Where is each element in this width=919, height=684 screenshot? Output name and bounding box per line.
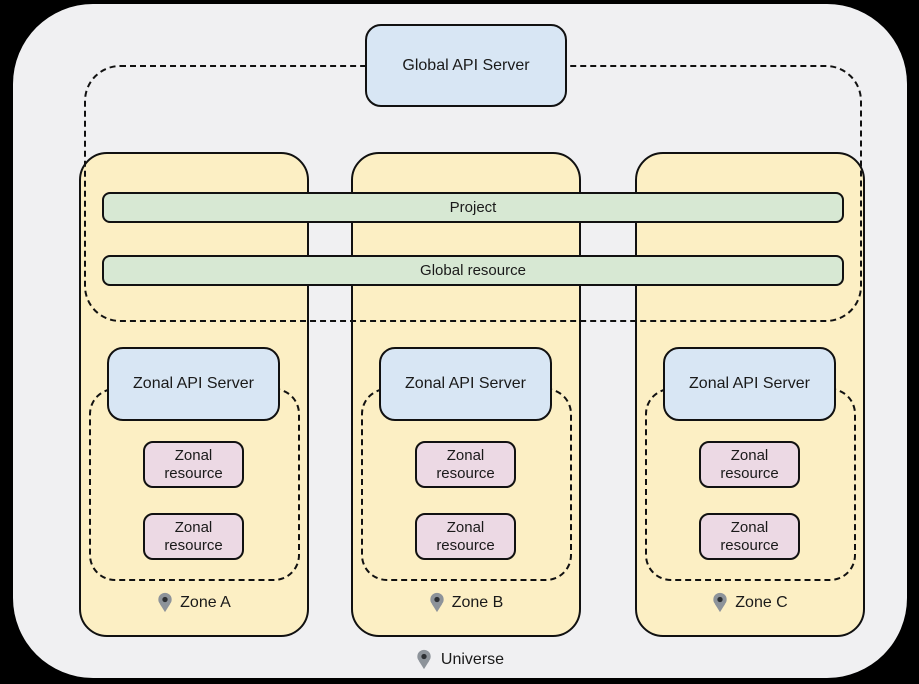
zone-c-zonal-api-server-label: Zonal API Server (689, 375, 810, 392)
zone-b-zonal-resource-box: Zonal resource (415, 441, 516, 488)
zone-a-zonal-api-server-label: Zonal API Server (133, 375, 254, 392)
location-pin-icon (417, 649, 431, 670)
zone-a-zonal-resource-box: Zonal resource (143, 441, 244, 488)
zone-a-zonal-resource-box: Zonal resource (143, 513, 244, 560)
zone-b-container: Zonal API Server Zonal resource Zonal re… (351, 152, 581, 637)
zone-b-label-row: Zone B (353, 592, 579, 613)
zone-c-zonal-resource-label: Zonal resource (720, 518, 779, 554)
zone-a-zonal-resource-label: Zonal resource (164, 446, 223, 482)
zone-b-zonal-resource-box: Zonal resource (415, 513, 516, 560)
zone-c-container: Zonal API Server Zonal resource Zonal re… (635, 152, 865, 637)
zone-b-zonal-resource-label: Zonal resource (436, 446, 495, 482)
universe-label-row: Universe (13, 649, 907, 670)
zone-c-zonal-resource-box: Zonal resource (699, 513, 800, 560)
zone-a-container: Zonal API Server Zonal resource Zonal re… (79, 152, 309, 637)
project-bar: Project (102, 192, 844, 223)
location-pin-icon (713, 592, 727, 613)
zone-a-label: Zone A (180, 593, 231, 611)
zone-c-zonal-resource-label: Zonal resource (720, 446, 779, 482)
zone-c-zonal-resource-box: Zonal resource (699, 441, 800, 488)
location-pin-icon (158, 592, 172, 613)
zone-c-zonal-api-server-box: Zonal API Server (663, 347, 836, 421)
zone-a-zonal-resource-label: Zonal resource (164, 518, 223, 554)
zone-c-label-row: Zone C (637, 592, 863, 613)
global-api-server-box: Global API Server (365, 24, 567, 107)
zone-b-zonal-api-server-label: Zonal API Server (405, 375, 526, 392)
zone-a-zonal-api-server-box: Zonal API Server (107, 347, 280, 421)
zone-b-label: Zone B (451, 593, 504, 611)
global-resource-bar-label: Global resource (420, 262, 526, 279)
universe-label: Universe (440, 650, 505, 668)
project-bar-label: Project (449, 199, 497, 216)
global-api-server-label: Global API Server (402, 56, 530, 74)
diagram-canvas: Global API Server Zonal API Server Zonal… (13, 4, 907, 678)
zone-a-label-row: Zone A (81, 592, 307, 613)
zone-b-zonal-resource-label: Zonal resource (436, 518, 495, 554)
location-pin-icon (430, 592, 444, 613)
global-resource-bar: Global resource (102, 255, 844, 286)
zone-c-label: Zone C (735, 593, 788, 611)
zone-b-zonal-api-server-box: Zonal API Server (379, 347, 552, 421)
